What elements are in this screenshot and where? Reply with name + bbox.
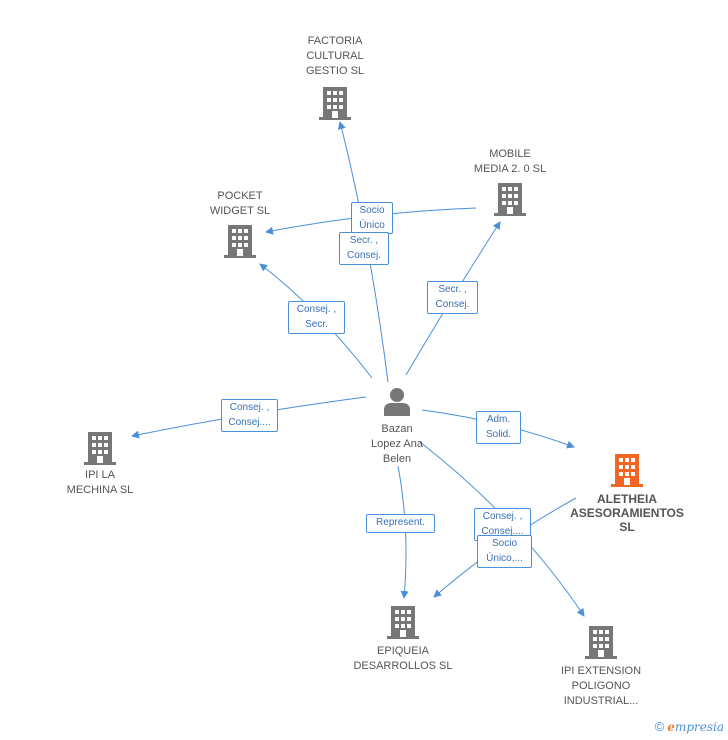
edge-label-consej-secr-pocket[interactable]: Consej. , Secr. bbox=[288, 301, 345, 334]
node-label: POCKET WIDGET SL bbox=[209, 190, 271, 217]
node-label: ALETHEIA ASESORAMIENTOS SL bbox=[570, 492, 684, 534]
building-icon bbox=[611, 454, 643, 487]
building-icon bbox=[494, 183, 526, 216]
node-label: Bazan Lopez Ana Belen bbox=[371, 423, 423, 465]
node-ipi-extension[interactable]: IPI EXTENSION POLIGONO INDUSTRIAL... bbox=[549, 624, 653, 709]
node-pocket[interactable]: POCKET WIDGET SL bbox=[195, 189, 285, 259]
footer-brand: © empresia bbox=[655, 719, 724, 734]
node-mobile[interactable]: MOBILE MEDIA 2. 0 SL bbox=[465, 147, 555, 217]
edge-label-consej-consej-mechina[interactable]: Consej. , Consej.... bbox=[221, 399, 278, 432]
node-label: FACTORIA CULTURAL GESTIO SL bbox=[305, 35, 365, 77]
edge-label-socio-unico-epiqueia[interactable]: Socio Único,... bbox=[477, 535, 532, 568]
node-label: EPIQUEIA DESARROLLOS SL bbox=[353, 645, 453, 672]
node-label: IPI EXTENSION POLIGONO INDUSTRIAL... bbox=[560, 665, 642, 707]
building-icon bbox=[387, 606, 419, 639]
node-epiqueia[interactable]: EPIQUEIA DESARROLLOS SL bbox=[348, 604, 458, 674]
person-icon bbox=[384, 388, 410, 416]
edge-label-represent-epiqueia[interactable]: Represent. bbox=[366, 514, 435, 533]
node-aletheia[interactable]: ALETHEIA ASESORAMIENTOS SL bbox=[567, 452, 687, 534]
edge-label-socio-unico-mobile[interactable]: Socio Único bbox=[351, 202, 393, 234]
copyright-icon: © bbox=[654, 719, 665, 734]
edge-label-adm-solid-aletheia[interactable]: Adm. Solid. bbox=[476, 411, 521, 444]
edge-label-secr-consej-factoria[interactable]: Secr. , Consej. bbox=[339, 232, 389, 265]
edge-label-secr-consej-mobile[interactable]: Secr. , Consej. bbox=[427, 281, 478, 314]
node-label: MOBILE MEDIA 2. 0 SL bbox=[473, 148, 547, 175]
node-ipi-mechina[interactable]: IPI LA MECHINA SL bbox=[55, 430, 145, 498]
building-icon bbox=[84, 432, 116, 465]
node-factoria[interactable]: FACTORIA CULTURAL GESTIO SL bbox=[290, 34, 380, 121]
node-label: IPI LA MECHINA SL bbox=[66, 469, 134, 496]
building-icon bbox=[319, 87, 351, 120]
brand-logo[interactable]: empresia bbox=[667, 719, 724, 734]
building-icon bbox=[224, 225, 256, 258]
node-person[interactable]: Bazan Lopez Ana Belen bbox=[352, 386, 442, 467]
building-icon bbox=[585, 626, 617, 659]
